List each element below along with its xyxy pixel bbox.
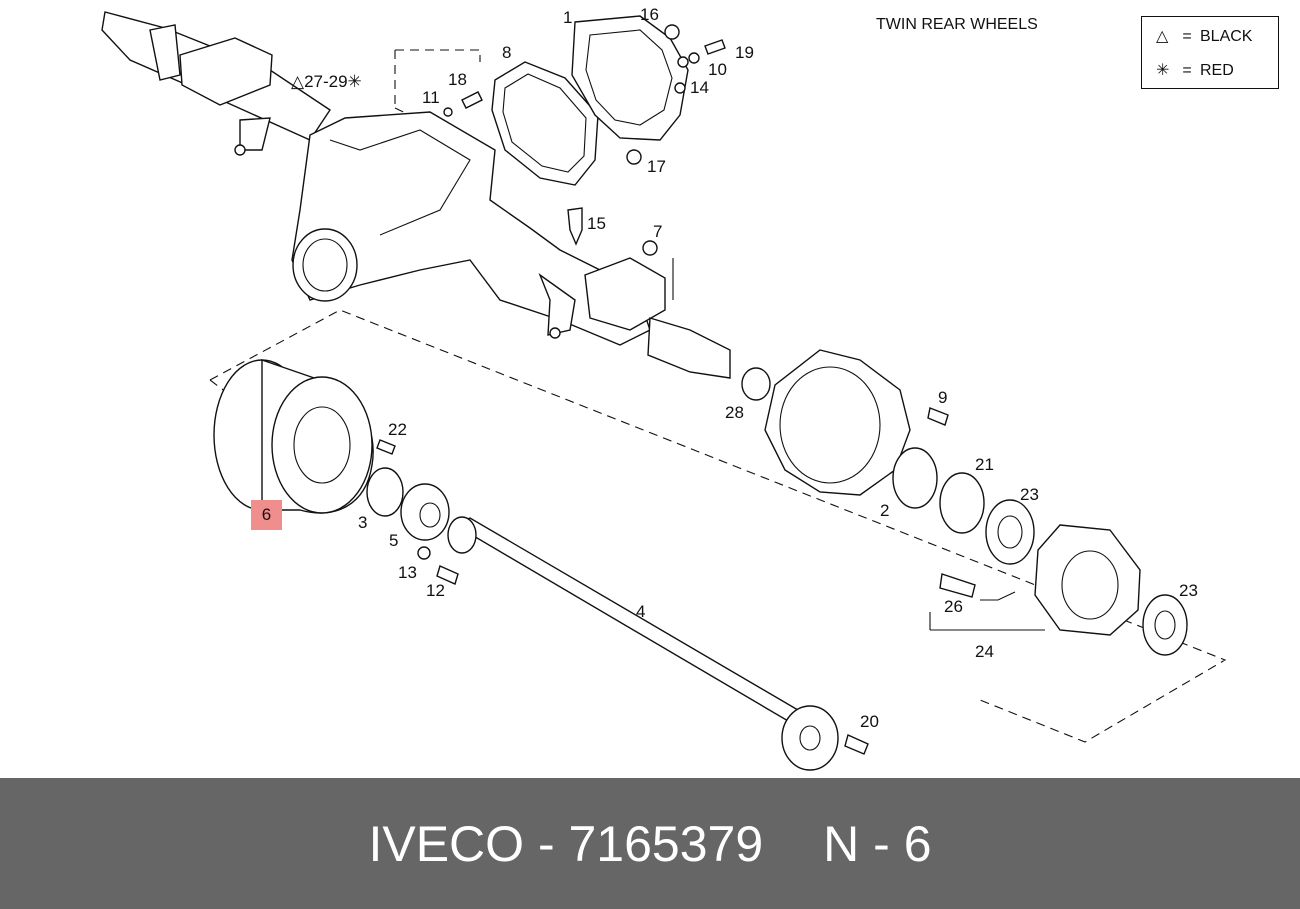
exploded-axle-diagram: 1 16 19 10 14 17 8 18 11 15 7 9 28 21 23… [101,5,1227,771]
brand-part-number: IVECO - 7165379 [368,815,764,872]
callout-24: 24 [975,642,994,661]
callout-20: 20 [860,712,879,731]
brake-assembly [647,317,1188,656]
callout-22: 22 [388,420,407,439]
callout-14: 14 [690,78,709,97]
highlighted-callout-6: 6 [251,500,282,530]
callout-5: 5 [389,531,398,550]
parts-3-5-plates [366,467,450,541]
callout-3: 3 [358,513,367,532]
callout-28: 28 [725,403,744,422]
small-hardware [376,24,976,755]
legend-row-red: ✳ = RED [1156,60,1234,80]
legend-label-red: RED [1200,62,1234,79]
callout-17: 17 [647,157,666,176]
callout-7: 7 [653,222,662,241]
legend-row-black: △ = BLACK [1156,26,1252,46]
callout-13: 13 [398,563,417,582]
part-4-axle-shaft [447,516,839,771]
leader-lines [672,258,1045,631]
callout-10: 10 [708,60,727,79]
asterisk-icon: ✳ [1156,62,1170,79]
callout-23-a: 23 [1020,485,1039,504]
legend-equals: = [1182,28,1192,45]
callout-8: 8 [502,43,511,62]
callout-9: 9 [938,388,947,407]
legend-equals: = [1182,62,1192,79]
callout-2: 2 [880,501,889,520]
callout-23-b: 23 [1179,581,1198,600]
callout-21: 21 [975,455,994,474]
callout-12: 12 [426,581,445,600]
callout-15: 15 [587,214,606,233]
legend-label-black: BLACK [1200,28,1253,45]
position-reference: N - 6 [823,815,932,872]
callout-18: 18 [448,70,467,89]
callout-26: 26 [944,597,963,616]
callout-16: 16 [640,5,659,24]
callout-19: 19 [735,43,754,62]
footer-banner: IVECO - 7165379 N - 6 [0,778,1300,909]
color-legend: △ = BLACK ✳ = RED [1141,16,1279,89]
group-label-27-29: △27-29✳ [291,72,362,91]
triangle-icon: △ [1156,28,1169,45]
part-6-brake-drum [213,359,374,514]
part-8-gasket [491,61,599,186]
callout-11: 11 [422,88,440,107]
axle-housing [101,11,666,346]
callout-labels: 1 16 19 10 14 17 8 18 11 15 7 9 28 21 23… [291,5,1198,731]
callout-1: 1 [563,8,572,27]
part-1-cover [571,15,689,141]
diagram-title-note: TWIN REAR WHEELS [876,16,1038,33]
callout-4: 4 [636,602,645,621]
